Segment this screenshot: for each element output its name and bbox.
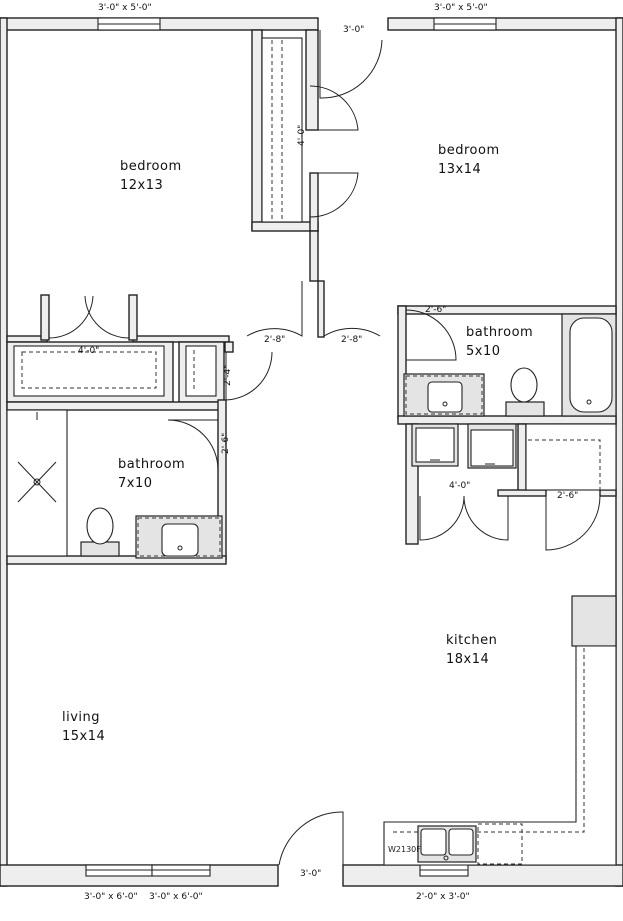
door-closet-vertical bbox=[309, 85, 359, 218]
door-top-entry-label: 3'-0" bbox=[343, 25, 364, 35]
door-laundry-label: 4'-0" bbox=[449, 481, 470, 491]
bedroom-left-size: 12x13 bbox=[120, 178, 163, 193]
living-name: living bbox=[62, 710, 100, 725]
bathroom-left-size: 7x10 bbox=[118, 476, 153, 491]
washer bbox=[411, 423, 459, 467]
door-hall-left-label: 2'-8" bbox=[264, 335, 285, 345]
window-top-right-label: 3'-0" x 5'-0" bbox=[434, 3, 488, 13]
kitchen-sink bbox=[417, 825, 477, 863]
door-bath-small-label: 2'-6" bbox=[425, 305, 446, 315]
toilet-bath-left bbox=[80, 507, 120, 557]
bathroom-left-name: bathroom bbox=[118, 457, 185, 472]
toilet-small-bath bbox=[505, 367, 545, 417]
door-closet-vertical-label: 4'-0" bbox=[297, 125, 307, 146]
door-bath-small bbox=[405, 309, 457, 361]
window-bottom-right bbox=[419, 864, 469, 877]
bedroom-right-name: bedroom bbox=[438, 143, 500, 158]
window-top-left bbox=[97, 17, 161, 31]
window-bottom-left-b bbox=[151, 864, 211, 877]
bedroom-left-name: bedroom bbox=[120, 159, 182, 174]
door-linen bbox=[225, 351, 273, 401]
interior-walls bbox=[6, 29, 617, 565]
door-top-entry bbox=[319, 30, 383, 99]
door-front-entry-label: 3'-0" bbox=[300, 869, 321, 879]
door-hall-right-label: 2'-8" bbox=[341, 335, 362, 345]
vanity-small-bath bbox=[403, 373, 485, 417]
bedroom-right-size: 13x14 bbox=[438, 162, 481, 177]
window-bottom-left-a-label: 3'-0" x 6'-0" bbox=[84, 892, 138, 902]
kitchen-window-tag: W2130F bbox=[388, 845, 421, 854]
door-bath-left bbox=[167, 419, 219, 471]
window-bottom-right-label: 2'-0" x 3'-0" bbox=[416, 892, 470, 902]
door-closet-left-label: 4'-0" bbox=[78, 346, 99, 356]
window-bottom-left-b-label: 3'-0" x 6'-0" bbox=[149, 892, 203, 902]
bathtub bbox=[561, 313, 617, 417]
dryer bbox=[467, 423, 517, 469]
window-bottom-left-a bbox=[85, 864, 153, 877]
window-top-right bbox=[433, 17, 497, 31]
door-bath-left-label: 2'-6" bbox=[221, 433, 231, 454]
kitchen-size: 18x14 bbox=[446, 652, 489, 667]
shower bbox=[6, 409, 68, 557]
door-front-entry bbox=[278, 811, 344, 866]
door-closet-left bbox=[48, 295, 130, 339]
door-linen-label: 2'-4" bbox=[223, 365, 233, 386]
door-laundry bbox=[419, 495, 509, 541]
window-top-left-label: 3'-0" x 5'-0" bbox=[98, 3, 152, 13]
bathroom-small-name: bathroom bbox=[466, 325, 533, 340]
door-hall-left bbox=[246, 281, 303, 337]
vanity-bath-left bbox=[135, 515, 223, 559]
kitchen-counters bbox=[383, 595, 617, 866]
bathroom-small-size: 5x10 bbox=[466, 344, 501, 359]
door-hall-right bbox=[323, 281, 381, 337]
door-pantry bbox=[545, 495, 601, 551]
kitchen-name: kitchen bbox=[446, 633, 497, 648]
living-size: 15x14 bbox=[62, 729, 105, 744]
door-pantry-label: 2'-6" bbox=[557, 491, 578, 501]
